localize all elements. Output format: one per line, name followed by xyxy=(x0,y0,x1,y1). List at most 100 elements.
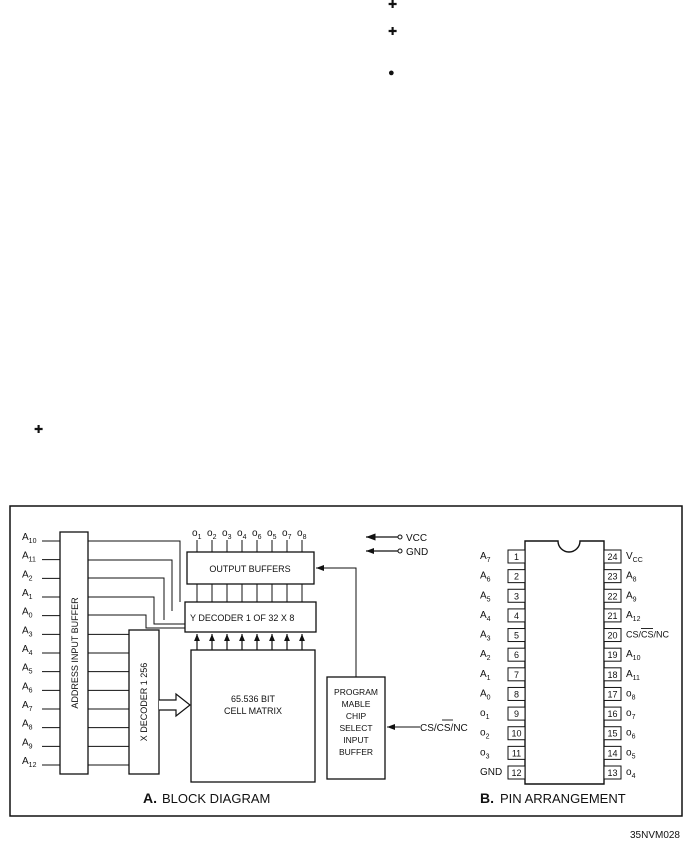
address-input-label: A1 xyxy=(22,588,33,601)
pin-signal-label: o2 xyxy=(480,728,490,741)
pin-number: 8 xyxy=(514,689,519,699)
chip-select-label-line: CHIP xyxy=(346,711,367,721)
x-decoder xyxy=(128,629,160,775)
pin-number: 17 xyxy=(607,689,617,699)
output-pin-label: o2 xyxy=(207,528,217,541)
pin-box xyxy=(603,608,622,623)
cell-matrix xyxy=(190,649,316,783)
pin-number: 19 xyxy=(607,650,617,660)
pin-box xyxy=(603,745,622,760)
pin-signal-label: o4 xyxy=(626,767,636,780)
matrix-to-ydecoder-arrows xyxy=(194,634,305,650)
output-pin-label: o7 xyxy=(282,528,292,541)
scan-mark: ✚ xyxy=(388,26,398,38)
gnd-terminal xyxy=(397,548,403,554)
address-input-label: A11 xyxy=(22,551,36,564)
output-pin-label: o1 xyxy=(192,528,202,541)
pin-signal-label: A1 xyxy=(480,669,491,682)
pin-number: 22 xyxy=(607,591,617,601)
address-input-label: A6 xyxy=(22,681,33,694)
chip-select-to-output-arrow xyxy=(316,565,357,677)
chip-select-input-buffer xyxy=(326,676,386,780)
pin-box xyxy=(603,628,622,643)
gnd-label: GND xyxy=(406,547,428,558)
pin-signal-label: VCC xyxy=(626,551,643,564)
pin-signal-label: o8 xyxy=(626,688,636,701)
address-input-label: A12 xyxy=(22,756,37,769)
a11-route xyxy=(88,559,173,611)
output-buffers xyxy=(186,551,315,585)
pin-box xyxy=(603,647,622,662)
chip-select-input-label: CS/CS/NC xyxy=(420,723,468,734)
pin-signal-label: A7 xyxy=(480,551,491,564)
chip-select-label-line: INPUT xyxy=(343,735,369,745)
pin-box xyxy=(603,686,622,701)
pin-signal-label: o3 xyxy=(480,747,490,760)
pin-signal-label: A6 xyxy=(480,571,491,584)
pin-signal-label: GND xyxy=(480,767,502,778)
address-input-label: A4 xyxy=(22,644,33,657)
address-input-label: A9 xyxy=(22,737,33,750)
pin-box xyxy=(507,686,526,701)
chip-select-label-line: PROGRAM xyxy=(334,687,378,697)
output-pin-label: o4 xyxy=(237,528,247,541)
gnd-arrow xyxy=(366,548,374,554)
pin-signal-label: o1 xyxy=(480,708,490,721)
x-decoder-to-matrix-arrow xyxy=(159,692,191,718)
x-decoder-label: X DECODER 1 256 xyxy=(139,663,149,742)
vcc-terminal xyxy=(397,534,403,540)
pin-number: 21 xyxy=(607,611,617,621)
pin-number: 11 xyxy=(512,748,521,758)
pin-box xyxy=(507,647,526,662)
address-input-label: A3 xyxy=(22,625,33,638)
pin-signal-label: o6 xyxy=(626,728,636,741)
pin-number: 3 xyxy=(514,591,519,601)
pin-number: 15 xyxy=(607,729,617,739)
pin-box xyxy=(507,608,526,623)
a2-route xyxy=(88,577,165,620)
pin-signal-label: o5 xyxy=(626,747,636,760)
chip-package xyxy=(524,540,605,785)
chip-select-label: PROGRAM MABLE CHIP SELECT INPUT BUFFER xyxy=(334,687,378,757)
output-pin-label: o5 xyxy=(267,528,277,541)
address-input-lines xyxy=(42,540,129,766)
address-input-label: A2 xyxy=(22,569,33,582)
pin-box xyxy=(603,569,622,584)
pin-number: 20 xyxy=(607,631,617,641)
pin-box xyxy=(507,549,526,564)
pin-signal-label: A10 xyxy=(626,649,641,662)
pin-signal-label: A5 xyxy=(480,590,491,603)
pin-number: 10 xyxy=(511,729,521,739)
a0-route xyxy=(88,614,185,629)
scan-mark: ✚ xyxy=(388,0,398,11)
pin-number: 5 xyxy=(514,631,519,641)
pin-box xyxy=(603,549,622,564)
pin-box xyxy=(507,628,526,643)
y-decoder xyxy=(184,601,317,633)
chip-select-label-line: SELECT xyxy=(339,723,372,733)
address-input-label: A8 xyxy=(22,719,33,732)
pin-box xyxy=(507,745,526,760)
output-pin-label: o6 xyxy=(252,528,262,541)
chip-select-label-line: MABLE xyxy=(342,699,371,709)
pin-signal-label: A11 xyxy=(626,669,640,682)
chip-select-label-line: BUFFER xyxy=(339,747,373,757)
scan-mark: ● xyxy=(388,67,395,79)
pin-number: 9 xyxy=(514,709,519,719)
pin-number: 23 xyxy=(607,572,617,582)
block-diagram-caption-letter: A. xyxy=(143,790,157,806)
pin-box xyxy=(507,765,526,780)
pin-box xyxy=(603,726,622,741)
a1-route xyxy=(88,596,185,625)
address-input-buffer xyxy=(59,531,89,775)
scan-mark: ✚ xyxy=(34,424,44,436)
pin-signal-label: A3 xyxy=(480,630,491,643)
a10-route xyxy=(88,540,181,602)
pin-number: 7 xyxy=(514,670,519,680)
vcc-label: VCC xyxy=(406,533,427,544)
pin-box xyxy=(507,726,526,741)
